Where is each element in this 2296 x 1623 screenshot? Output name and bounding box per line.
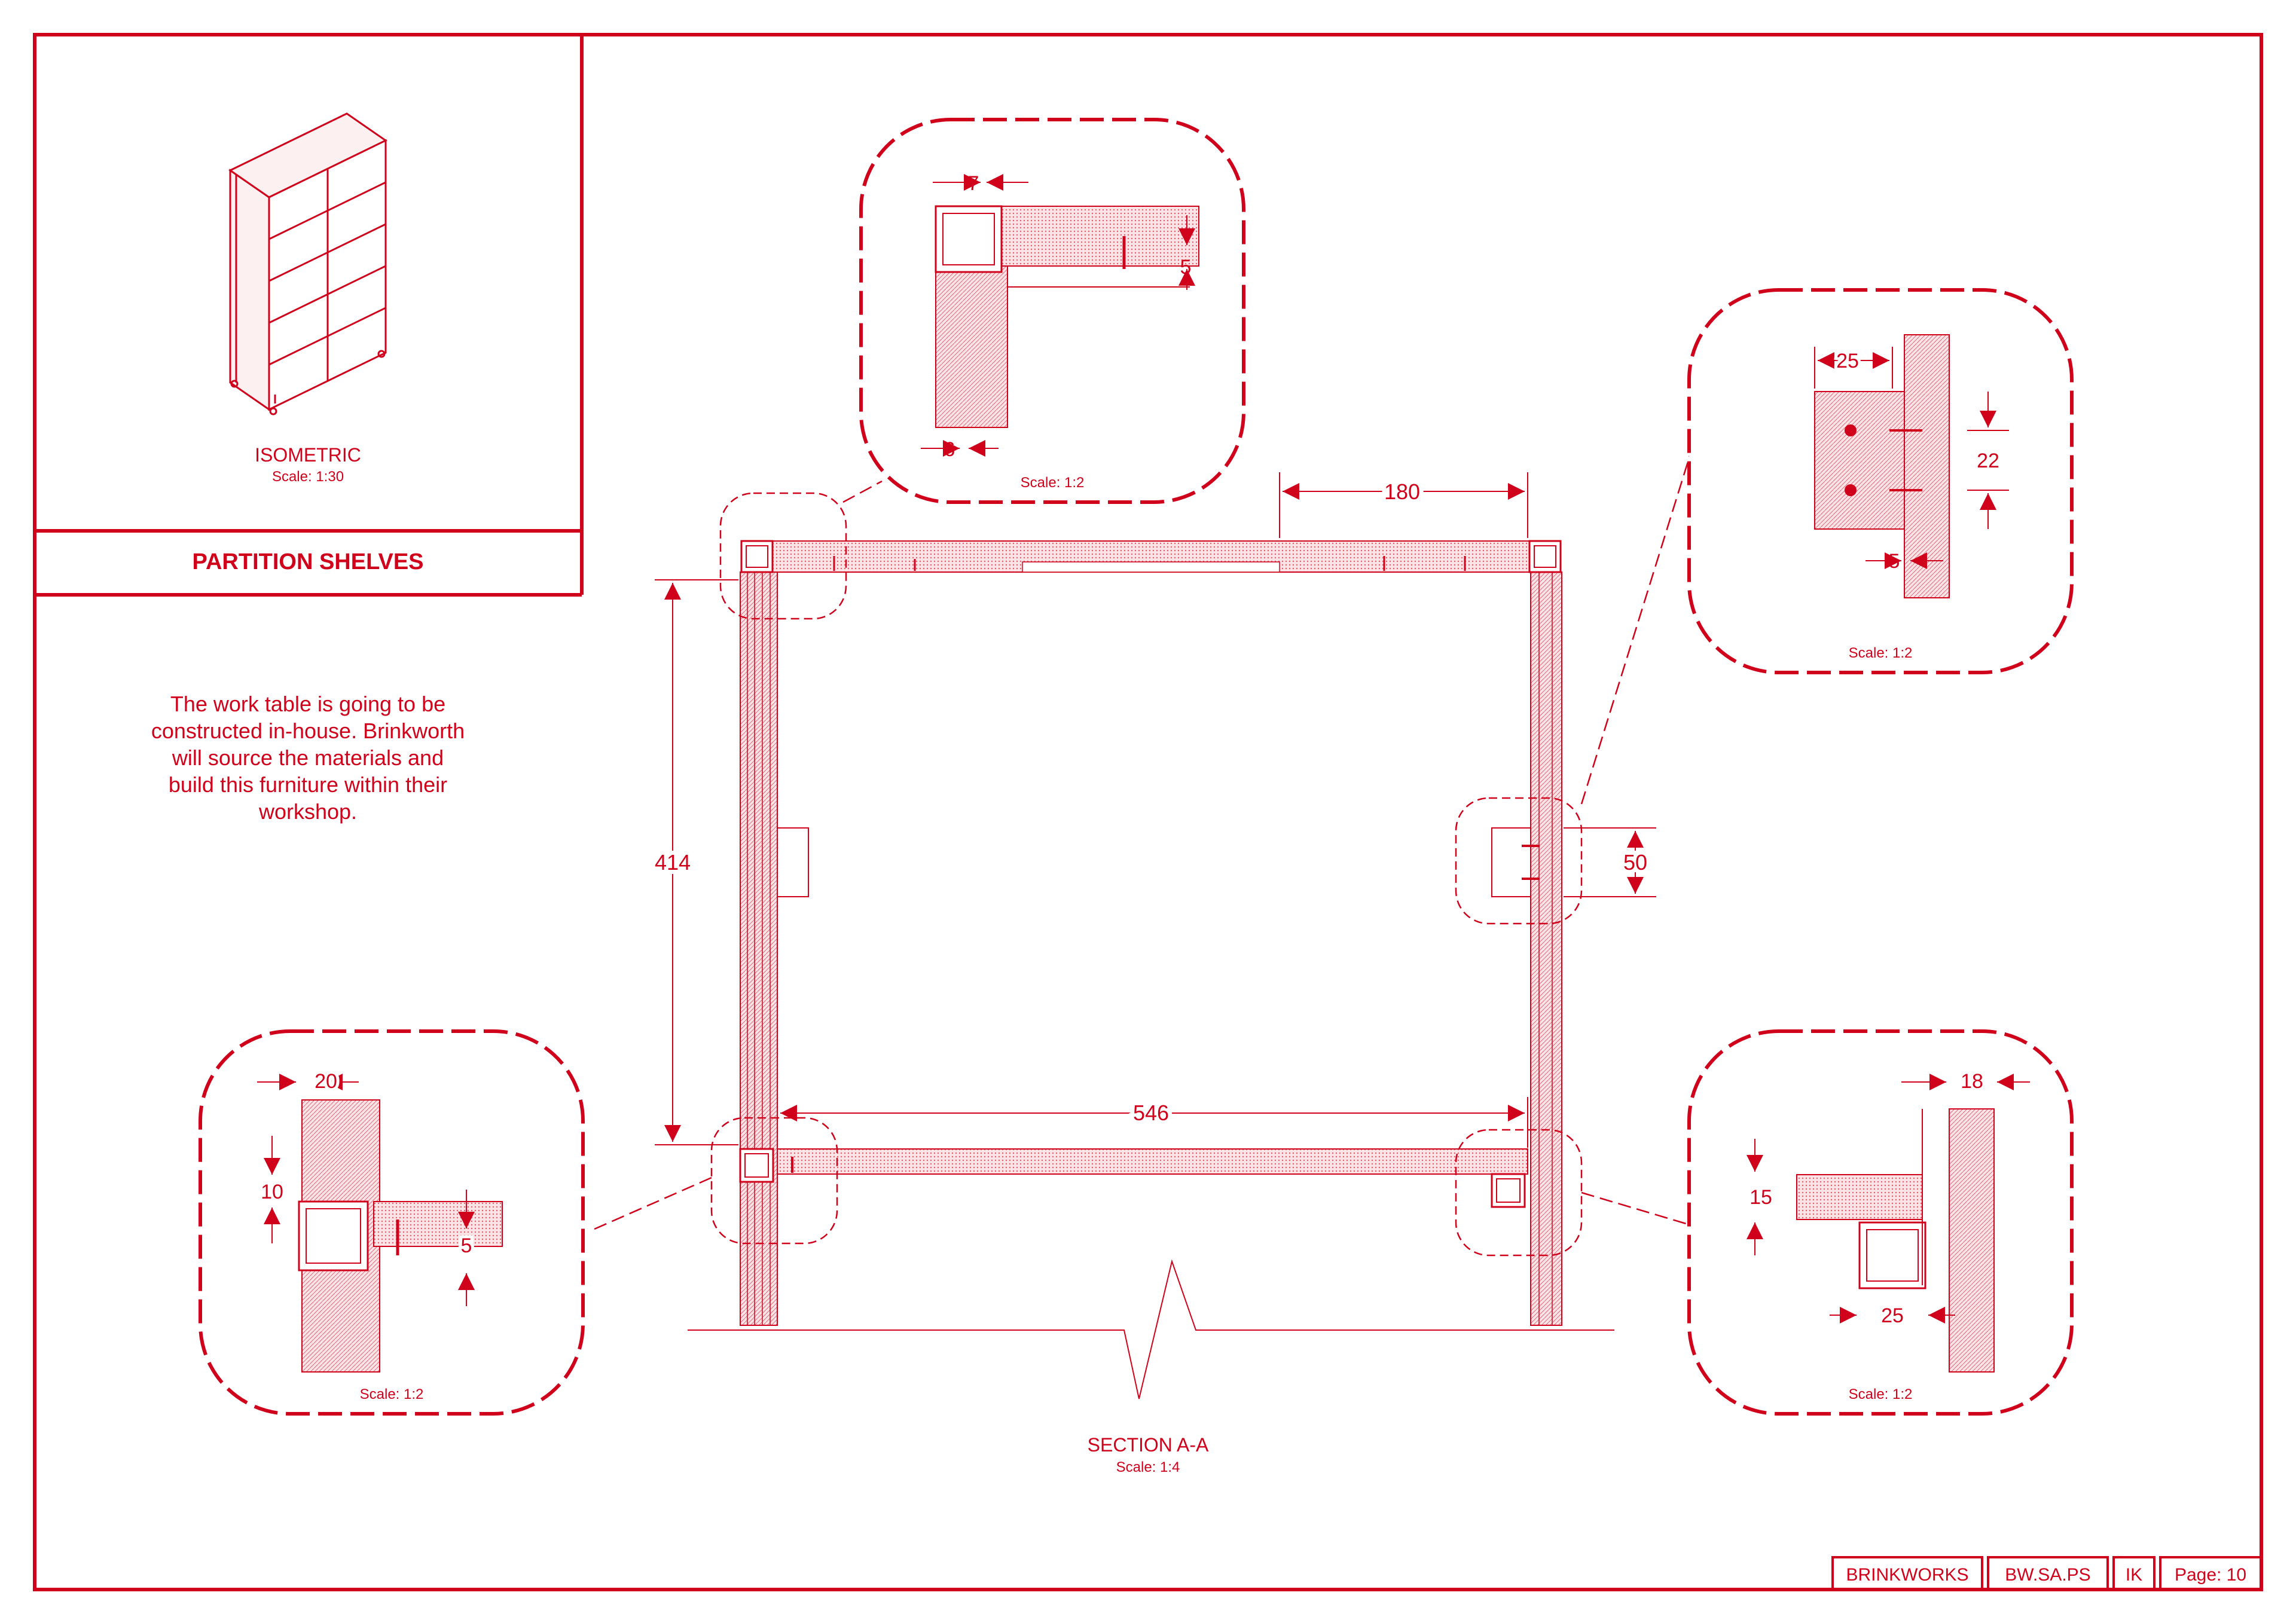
sheet-border xyxy=(33,33,2263,1591)
detail-top-scale: Scale: 1:2 xyxy=(1021,475,1085,491)
isometric-cabinet xyxy=(228,112,387,415)
callout-bottom-left xyxy=(710,1117,838,1245)
dimension-50-label: 50 xyxy=(1623,850,1647,875)
detail-top-dim-7: 7 xyxy=(968,172,979,195)
callout-bottom-right xyxy=(1455,1129,1583,1257)
title-block-author: IK xyxy=(2126,1565,2142,1585)
dimension-180 xyxy=(1279,472,1528,538)
callout-right-support xyxy=(1455,797,1583,925)
title-block-page: Page: 10 xyxy=(2175,1565,2246,1585)
detail-top-corner: 7 5 6 Scale: 1:2 xyxy=(859,118,1245,504)
dimension-414 xyxy=(655,579,738,1145)
isometric-label: ISOMETRIC xyxy=(255,444,361,466)
detail-br-dim-15: 15 xyxy=(1750,1186,1772,1209)
left-support-block xyxy=(777,827,809,897)
detail-bottom-left: 20 10 5 Scale: 1:2 xyxy=(199,1029,585,1416)
section-a-a: 180 414 546 50 xyxy=(588,448,1693,1475)
callout-top-left xyxy=(719,492,847,620)
bottom-right-tube xyxy=(1491,1173,1526,1208)
dimension-414-label: 414 xyxy=(655,850,691,875)
note-line-4: build this furniture within their xyxy=(169,772,447,797)
note-line-2: constructed in-house. Brinkworth xyxy=(151,719,465,743)
note-line-1: The work table is going to be xyxy=(170,692,445,716)
detail-br-dim-18: 18 xyxy=(1961,1070,1983,1093)
ground-break-line xyxy=(688,1259,1614,1399)
dimension-546 xyxy=(777,1097,1528,1148)
detail-br-scale: Scale: 1:2 xyxy=(1849,1386,1913,1402)
construction-note: The work table is going to be constructe… xyxy=(151,692,465,824)
left-upright xyxy=(740,571,778,1326)
detail-top-dim-5: 5 xyxy=(1180,256,1192,279)
detail-right-support: 25 22 5 Scale: 1:2 xyxy=(1687,288,2074,674)
note-line-5: workshop. xyxy=(258,799,357,824)
detail-bl-scale: Scale: 1:2 xyxy=(360,1386,424,1402)
detail-top-dim-6: 6 xyxy=(944,438,955,461)
dimension-180-label: 180 xyxy=(1384,479,1420,504)
detail-bl-dim-5: 5 xyxy=(461,1234,472,1257)
bottom-shelf xyxy=(777,1148,1528,1175)
dimension-50 xyxy=(1564,827,1656,897)
title-block: BRINKWORKS BW.SA.PS IK Page: 10 xyxy=(1831,1556,2263,1591)
detail-right-dim-25: 25 xyxy=(1836,350,1859,372)
title-block-company: BRINKWORKS xyxy=(1846,1565,1968,1585)
right-upright xyxy=(1530,571,1562,1326)
isometric-panel: ISOMETRIC Scale: 1:30 PARTITION SHELVES xyxy=(33,33,584,597)
section-label: SECTION A-A xyxy=(1088,1434,1209,1456)
detail-br-dim-25: 25 xyxy=(1881,1304,1904,1327)
section-scale: Scale: 1:4 xyxy=(1116,1459,1180,1475)
detail-bl-dim-20: 20 xyxy=(315,1070,337,1093)
note-line-3: will source the materials and xyxy=(172,745,444,770)
detail-right-dim-22: 22 xyxy=(1977,450,1999,472)
detail-right-scale: Scale: 1:2 xyxy=(1849,645,1913,661)
isometric-scale: Scale: 1:30 xyxy=(272,469,344,485)
detail-bottom-right: 18 15 25 Scale: 1:2 xyxy=(1687,1029,2074,1416)
drawing-title: PARTITION SHELVES xyxy=(192,549,423,574)
dimension-546-label: 546 xyxy=(1133,1101,1169,1125)
title-block-code: BW.SA.PS xyxy=(2005,1565,2090,1585)
detail-right-dim-5: 5 xyxy=(1889,550,1900,573)
detail-bl-dim-10: 10 xyxy=(261,1181,283,1203)
right-support-block xyxy=(1491,827,1531,897)
bottom-left-tube xyxy=(739,1148,774,1183)
